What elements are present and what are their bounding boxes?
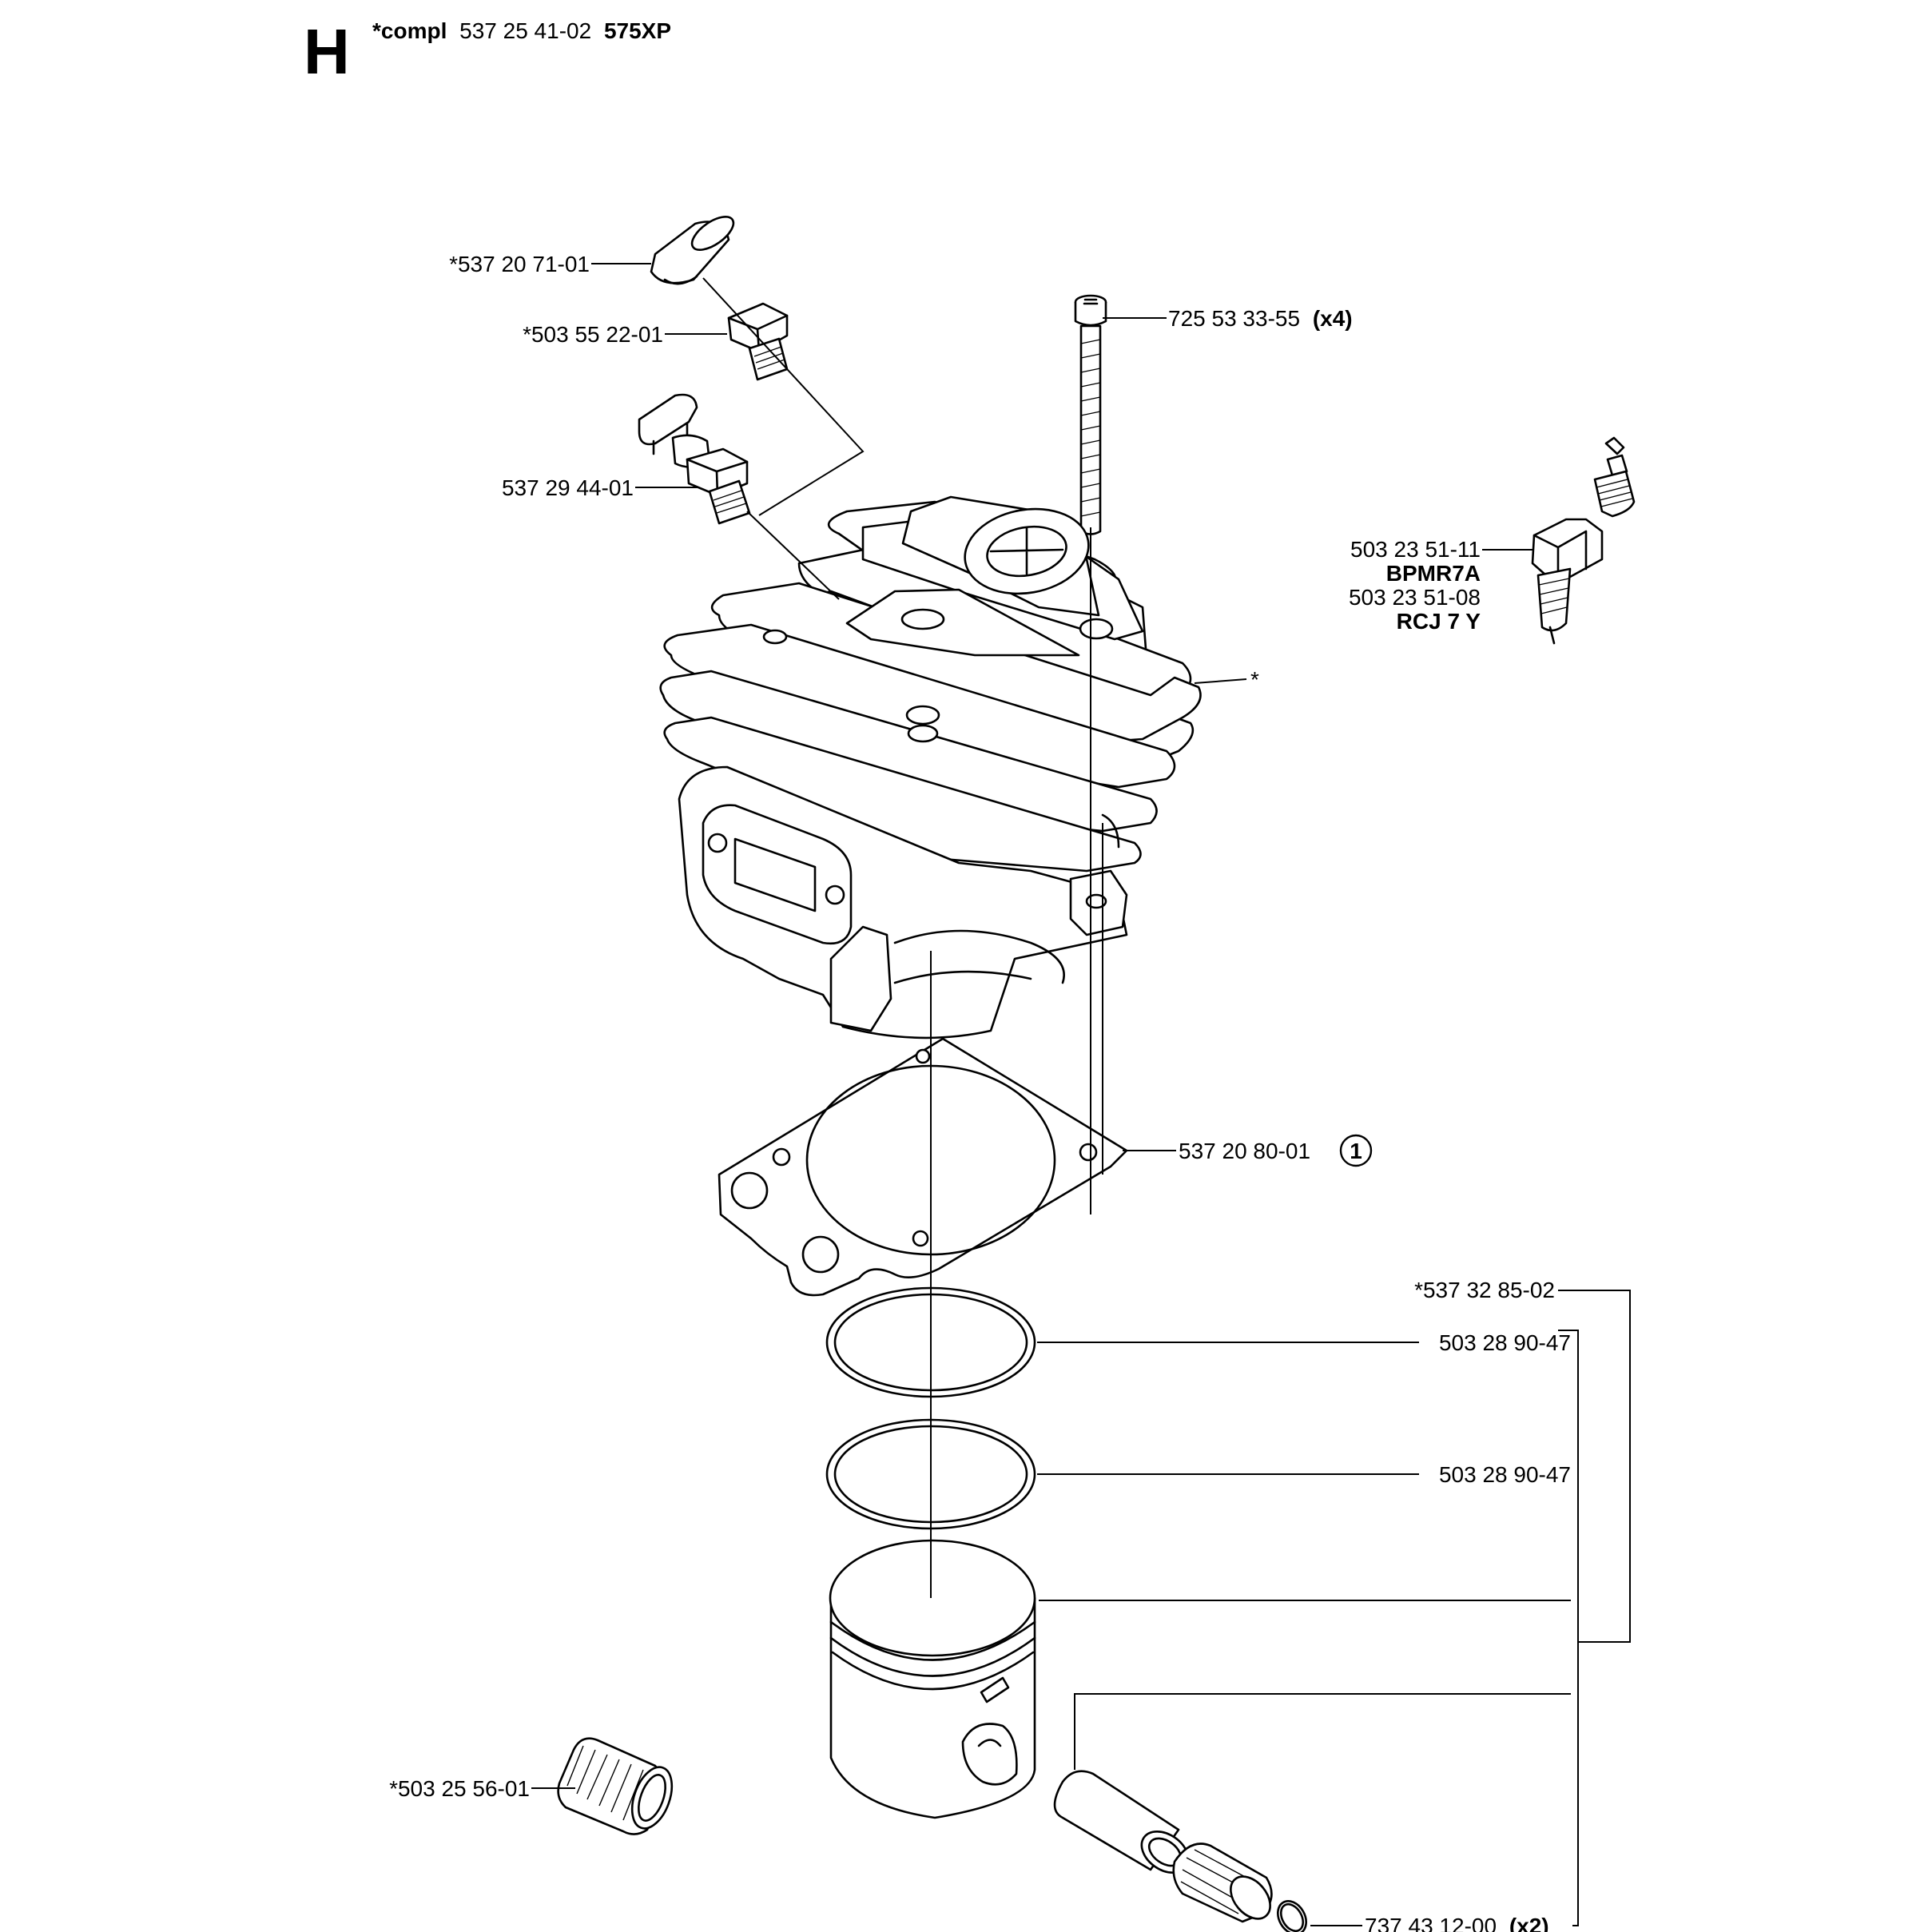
label-gasket: 537 20 80-01	[1179, 1139, 1310, 1163]
spark-plug-part	[1531, 436, 1636, 645]
label-spark-plug-2-type: RCJ 7 Y	[1397, 609, 1481, 634]
title-model: 575XP	[604, 18, 671, 43]
screw-number: 725 53 33-55	[1168, 306, 1300, 331]
circlip-qty: (x2)	[1509, 1914, 1549, 1932]
title-prefix: *compl	[372, 18, 447, 43]
label-cap: *537 20 71-01	[449, 252, 590, 276]
label-ring-2: 503 28 90-47	[1439, 1462, 1571, 1487]
assembly-title: *compl 537 25 41-02 575XP	[372, 18, 671, 43]
piston-pin-part	[1053, 1770, 1190, 1874]
title-number: 537 25 41-02	[459, 18, 591, 43]
label-screw: 725 53 33-55 (x4)	[1168, 306, 1353, 331]
leader-lines	[531, 263, 1631, 1926]
piston-part	[829, 1539, 1036, 1819]
label-circlip: 737 43 12-00 (x2)	[1365, 1914, 1549, 1932]
label-spark-plug-1-type: BPMR7A	[1386, 561, 1481, 586]
cap-part	[650, 216, 735, 285]
label-piston-kit: *537 32 85-02	[1414, 1278, 1555, 1302]
gasket-ref-circle	[1339, 1134, 1373, 1167]
section-letter: H	[304, 16, 350, 87]
valve-part	[638, 393, 751, 525]
label-ring-1: 503 28 90-47	[1439, 1330, 1571, 1355]
screw-qty: (x4)	[1313, 306, 1353, 331]
needle-bearing-part	[557, 1737, 674, 1835]
label-bearing: *503 25 56-01	[389, 1776, 530, 1801]
label-spark-plug-1: 503 23 51-11	[1350, 537, 1481, 562]
needle-bearing-2-part	[1172, 1843, 1273, 1923]
label-plug: *503 55 22-01	[523, 322, 663, 347]
circlip-number: 737 43 12-00	[1365, 1914, 1497, 1932]
cylinder-part	[659, 495, 1202, 1040]
label-spark-plug-2: 503 23 51-08	[1349, 585, 1481, 610]
gasket-part	[718, 1037, 1128, 1297]
screw-part	[1074, 294, 1107, 535]
assembly-lines	[702, 277, 1103, 1598]
label-cylinder-marker: *	[1250, 667, 1259, 692]
gasket-ref-number: 1	[1350, 1139, 1362, 1163]
circlip-part	[1277, 1900, 1307, 1932]
label-valve: 537 29 44-01	[502, 475, 634, 500]
